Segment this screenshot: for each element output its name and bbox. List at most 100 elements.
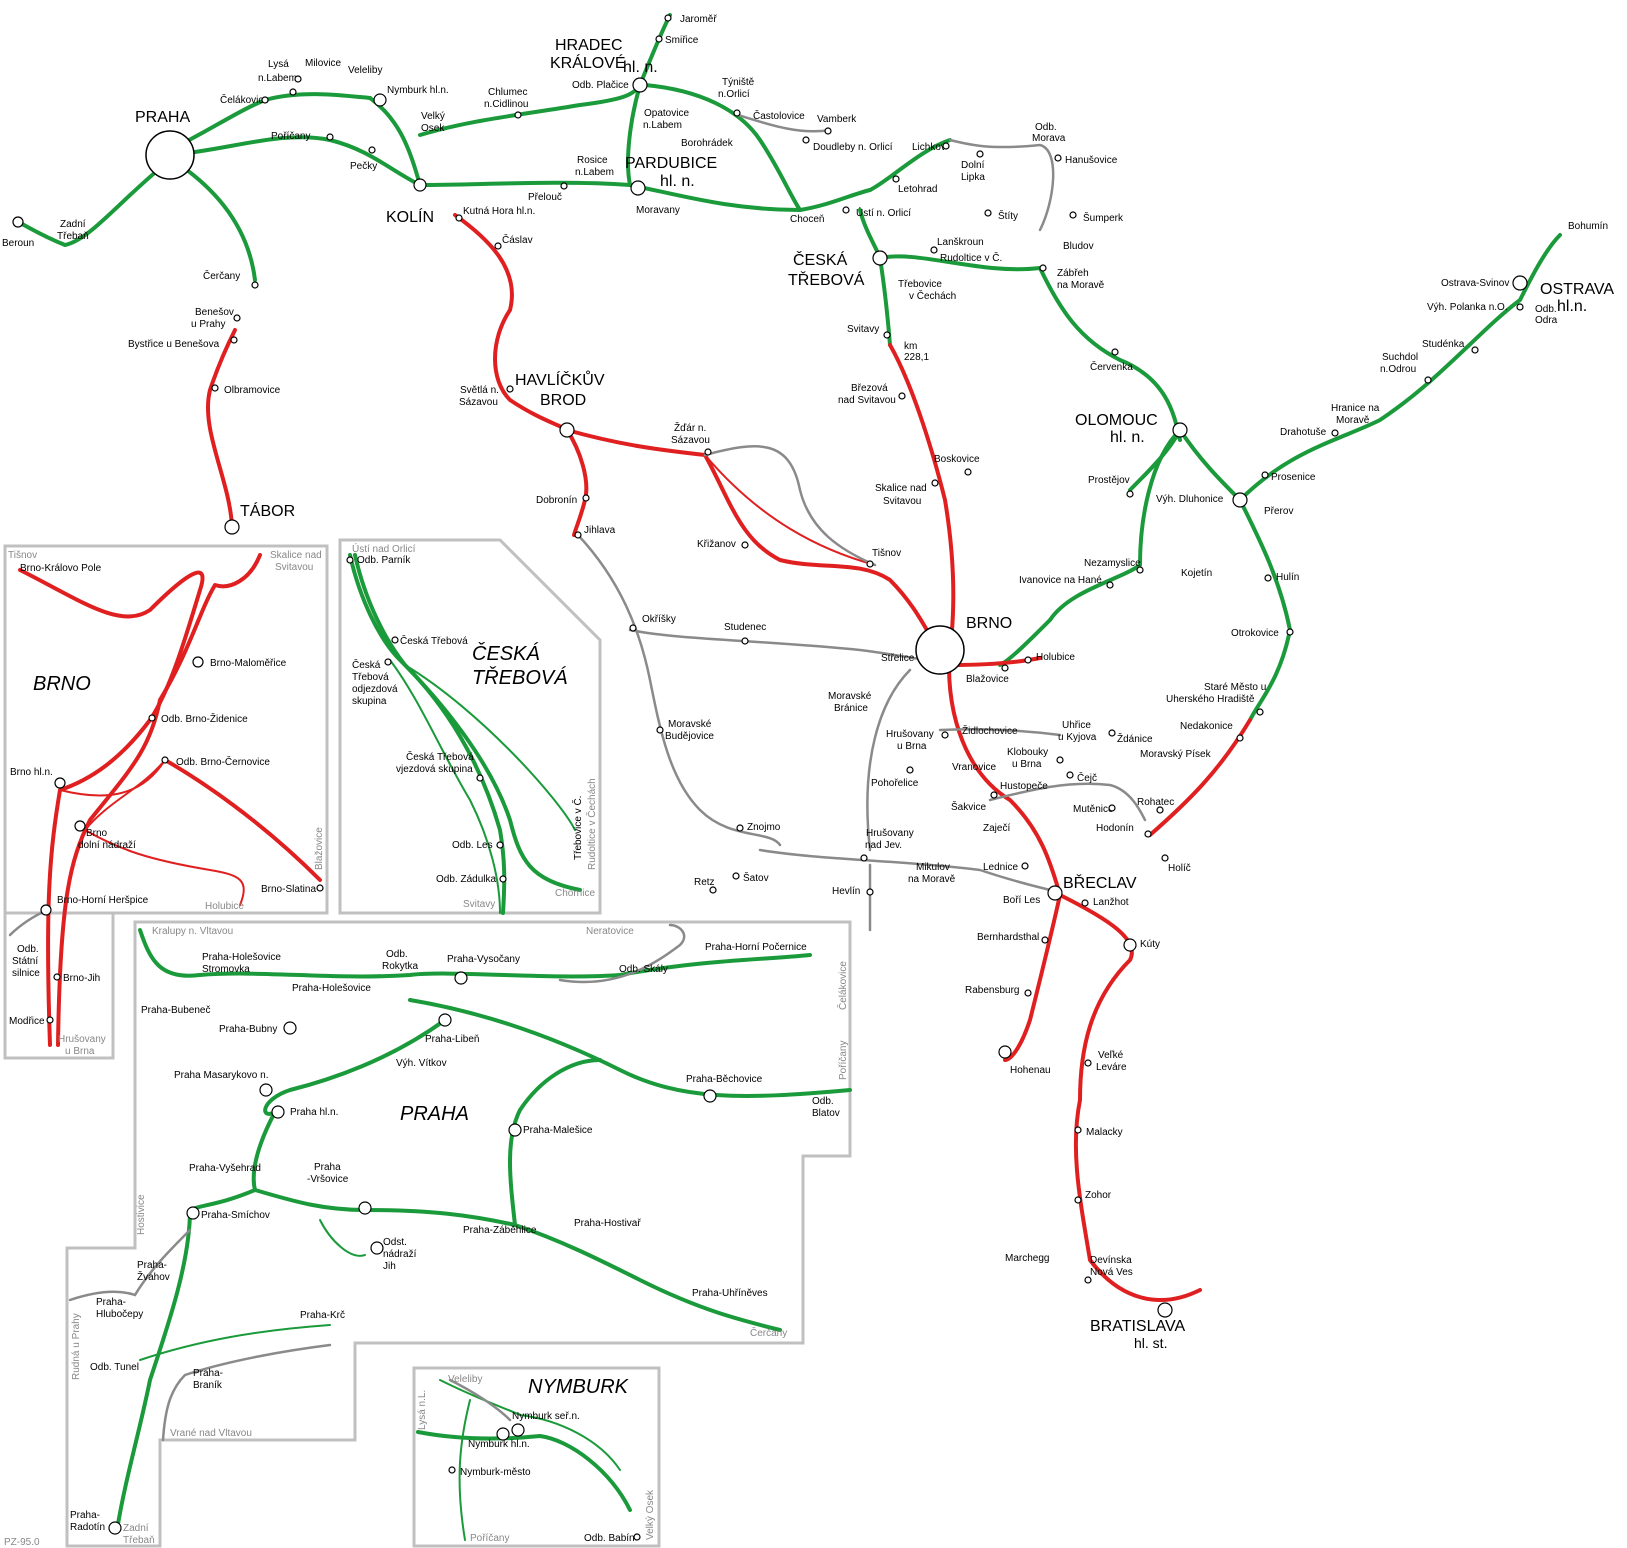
dot-bernhardsthal[interactable] (1041, 936, 1049, 944)
dot-olbramovice[interactable] (211, 384, 219, 392)
dot-prostejov[interactable] (1126, 490, 1134, 498)
praha-dot-liben[interactable] (438, 1013, 452, 1027)
dot-skalice[interactable] (931, 479, 939, 487)
dot-celakovice[interactable] (261, 96, 269, 104)
dot-lanzhot[interactable] (1081, 899, 1089, 907)
dot-hodonin[interactable] (1144, 830, 1152, 838)
dot-pecky[interactable] (368, 146, 376, 154)
praha-dot-malesice[interactable] (508, 1123, 522, 1137)
kuty-node[interactable] (1123, 938, 1137, 952)
dot-levare[interactable] (1084, 1059, 1092, 1067)
praha-dot-bubny[interactable] (283, 1021, 297, 1035)
bratislava-node[interactable] (1157, 1302, 1173, 1318)
dot-bystrice[interactable] (230, 336, 238, 344)
brno-dot-slatina[interactable] (316, 884, 324, 892)
dot-krizanov[interactable] (741, 541, 749, 549)
kolin-node[interactable] (413, 178, 427, 192)
dot-hrusjev[interactable] (860, 854, 868, 862)
dot-suchdol[interactable] (1424, 376, 1432, 384)
dot-hulin[interactable] (1264, 574, 1272, 582)
ceska-dot-parnik[interactable] (346, 556, 354, 564)
dot-devinska[interactable] (1084, 1276, 1092, 1284)
praha-dot-bechovice[interactable] (703, 1089, 717, 1103)
dot-klobouky[interactable] (1056, 756, 1064, 764)
dot-rabensburg[interactable] (1024, 989, 1032, 997)
tabor-node[interactable] (224, 519, 240, 535)
dot-prelouc[interactable] (560, 182, 568, 190)
dot-cervenka[interactable] (1111, 348, 1119, 356)
dot-holubice[interactable] (1024, 656, 1032, 664)
dot-holic[interactable] (1161, 854, 1169, 862)
dot-letohrad[interactable] (892, 175, 900, 183)
dot-dobronin[interactable] (582, 494, 590, 502)
beroun-node[interactable] (12, 216, 24, 228)
dot-ivanovice[interactable] (1106, 581, 1114, 589)
dot-pohorelice[interactable] (906, 766, 914, 774)
ceska-dot-les[interactable] (496, 841, 504, 849)
ceska-trebova-node[interactable] (872, 250, 888, 266)
dot-hevlin[interactable] (866, 888, 874, 896)
dot-dolni[interactable] (976, 150, 984, 158)
dot-uhrice[interactable] (1108, 729, 1116, 737)
dot-jaromer[interactable] (664, 14, 672, 22)
olomouc-node[interactable] (1172, 422, 1188, 438)
dot-hranice[interactable] (1331, 429, 1339, 437)
hradec-node[interactable] (632, 77, 648, 93)
dot-lichkov[interactable] (942, 142, 950, 150)
dot-sumperk[interactable] (1069, 211, 1077, 219)
brno-dot-hln[interactable] (54, 777, 66, 789)
dot-lysa[interactable] (294, 75, 302, 83)
dot-chlumec[interactable] (514, 111, 522, 119)
brno-dot-cernovice[interactable] (161, 756, 169, 764)
dot-tisnov[interactable] (866, 560, 874, 568)
dot-svetla[interactable] (506, 385, 514, 393)
dot-satov[interactable] (732, 872, 740, 880)
dot-mutenice[interactable] (1108, 804, 1116, 812)
dot-prosenice[interactable] (1261, 471, 1269, 479)
dot-znojmo[interactable] (736, 824, 744, 832)
prerov-node[interactable] (1232, 492, 1248, 508)
dot-milovice[interactable] (289, 88, 297, 96)
dot-hustopece[interactable] (990, 791, 998, 799)
hohenau-node[interactable] (998, 1045, 1012, 1059)
dot-lednice[interactable] (1021, 862, 1029, 870)
praha-node[interactable] (145, 130, 195, 180)
dot-otrokovice[interactable] (1286, 628, 1294, 636)
brno-dot-malomerice[interactable] (192, 656, 204, 668)
dot-caslav[interactable] (494, 242, 502, 250)
praha-dot-hln[interactable] (271, 1105, 285, 1119)
ceska-dot-vjezd[interactable] (476, 774, 484, 782)
dot-cercany[interactable] (251, 281, 259, 289)
praha-dot-masarykovo[interactable] (259, 1083, 273, 1097)
dot-retz[interactable] (709, 886, 717, 894)
ceska-dot-ct[interactable] (391, 636, 399, 644)
dot-budejovice[interactable] (656, 726, 664, 734)
dot-hrusovany[interactable] (941, 731, 949, 739)
dot-doudleby[interactable] (802, 136, 810, 144)
praha-dot-radotin[interactable] (108, 1521, 122, 1535)
dot-blazovice[interactable] (1001, 664, 1009, 672)
praha-dot-odst[interactable] (370, 1241, 384, 1255)
ostrava-node[interactable] (1512, 275, 1528, 291)
dot-lanskroun[interactable] (930, 246, 938, 254)
dot-malacky[interactable] (1074, 1126, 1082, 1134)
dot-smirice[interactable] (655, 35, 663, 43)
ceska-dot-odjezd[interactable] (384, 658, 392, 666)
brno-dot-modrice[interactable] (46, 1016, 54, 1024)
dot-studenka[interactable] (1471, 346, 1479, 354)
dot-vamberk[interactable] (824, 127, 832, 135)
ceska-dot-zadulka[interactable] (499, 875, 507, 883)
dot-benesov[interactable] (233, 314, 241, 322)
dot-hanusovice[interactable] (1054, 154, 1062, 162)
dot-polanka[interactable] (1516, 303, 1524, 311)
dot-cejc[interactable] (1066, 771, 1074, 779)
dot-zdar[interactable] (704, 448, 712, 456)
pardubice-node[interactable] (630, 180, 646, 196)
dot-castolovice[interactable] (733, 109, 741, 117)
dot-usti[interactable] (842, 206, 850, 214)
nymburk-dot-babin[interactable] (633, 1533, 641, 1541)
dot-stity[interactable] (984, 209, 992, 217)
praha-dot-vysocany[interactable] (454, 971, 468, 985)
havlickuv-brod-node[interactable] (559, 422, 575, 438)
praha-dot-vrsovice[interactable] (358, 1201, 372, 1215)
